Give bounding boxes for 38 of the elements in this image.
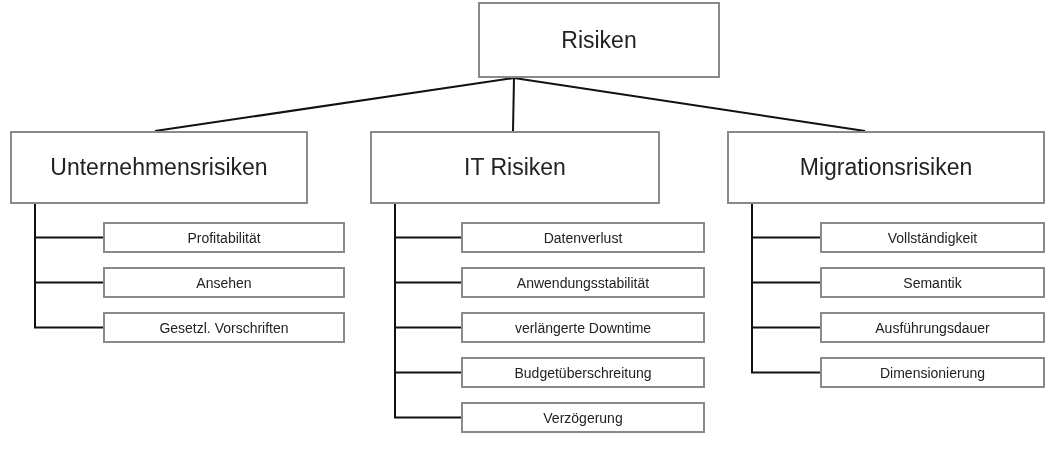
connector-line bbox=[394, 203, 462, 419]
box-label: Verzögerung bbox=[543, 409, 623, 426]
connector-line bbox=[512, 77, 515, 132]
item-box bbox=[103, 267, 345, 298]
box-label: Budgetüberschreitung bbox=[514, 364, 652, 381]
box-label: Semantik bbox=[903, 274, 962, 291]
box-label: Dimensionierung bbox=[879, 364, 986, 381]
box-label: Risiken bbox=[561, 26, 637, 54]
box-label: verlängerte Downtime bbox=[514, 319, 652, 336]
category-box bbox=[478, 2, 720, 78]
item-box bbox=[103, 312, 345, 343]
item-box bbox=[820, 312, 1045, 343]
connector-line bbox=[751, 203, 821, 374]
box-label: Anwendungsstabilität bbox=[516, 274, 650, 291]
box-label: Ausführungsdauer bbox=[875, 319, 990, 336]
item-box bbox=[820, 357, 1045, 388]
connector-line bbox=[513, 77, 866, 132]
category-box bbox=[727, 131, 1045, 204]
box-label: Profitabilität bbox=[187, 229, 261, 246]
category-box bbox=[370, 131, 660, 204]
box-label: Datenverlust bbox=[543, 229, 623, 246]
box-label: Unternehmensrisiken bbox=[50, 154, 268, 181]
box-label: IT Risiken bbox=[464, 154, 566, 181]
box-label: Migrationsrisiken bbox=[799, 154, 973, 181]
item-box bbox=[461, 312, 705, 343]
category-box bbox=[10, 131, 308, 204]
item-box bbox=[461, 267, 705, 298]
item-box bbox=[103, 222, 345, 253]
connector-line bbox=[154, 77, 515, 132]
connector-line bbox=[34, 203, 104, 329]
item-box bbox=[461, 402, 705, 433]
item-box bbox=[461, 357, 705, 388]
box-label: Ansehen bbox=[196, 274, 252, 291]
item-box bbox=[820, 267, 1045, 298]
item-box bbox=[820, 222, 1045, 253]
box-label: Vollständigkeit bbox=[887, 229, 978, 246]
item-box bbox=[461, 222, 705, 253]
box-label: Gesetzl. Vorschriften bbox=[159, 319, 289, 336]
